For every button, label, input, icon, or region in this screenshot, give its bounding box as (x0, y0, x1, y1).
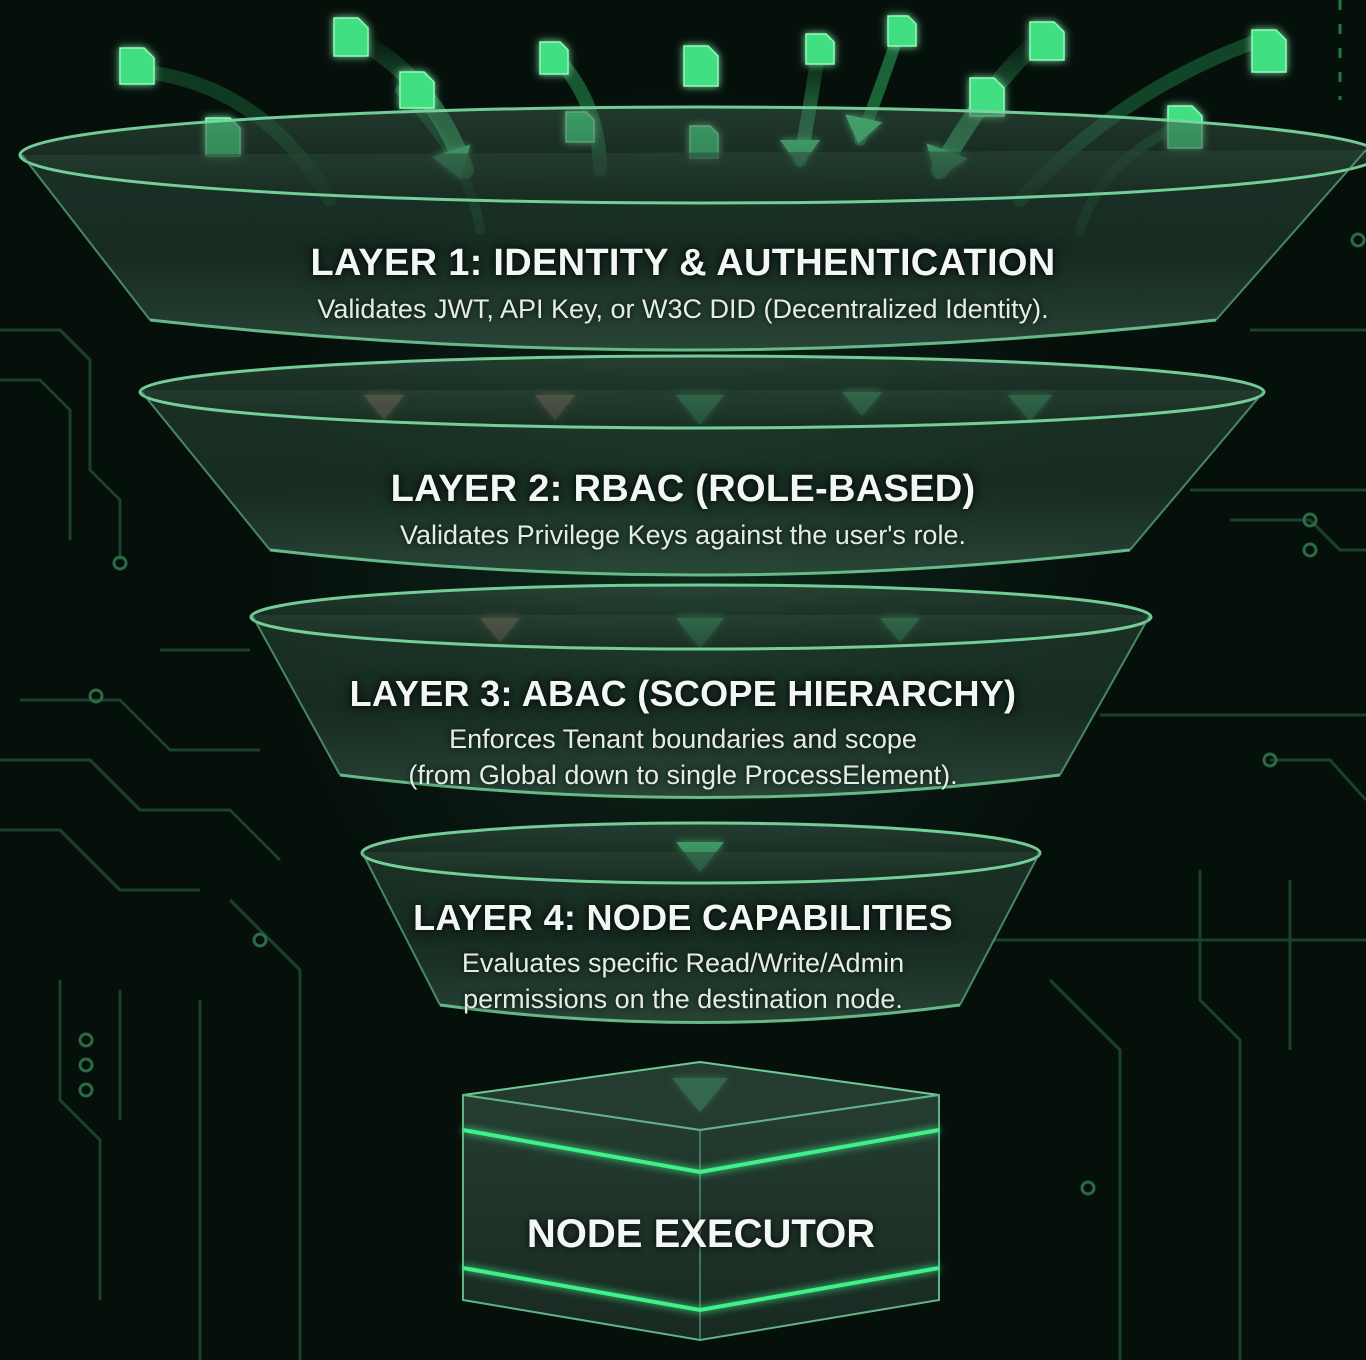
circuit-nodes (78, 232, 1366, 1196)
layer-2-description: Validates Privilege Keys against the use… (400, 520, 966, 550)
document-icon (399, 71, 435, 109)
layer-3-funnel (249, 583, 1153, 799)
document-icon (805, 33, 835, 65)
layer-3-description-line-1: Enforces Tenant boundaries and scope (449, 724, 917, 754)
layer-1-description: Validates JWT, API Key, or W3C DID (Dece… (317, 294, 1049, 324)
document-icon (887, 15, 917, 47)
circuit-traces (0, 328, 1366, 1360)
document-icon (119, 47, 155, 85)
layer-2-text: LAYER 2: RBAC (ROLE-BASED) Validates Pri… (0, 468, 1366, 553)
layer-4-text: LAYER 4: NODE CAPABILITIES Evaluates spe… (0, 897, 1366, 1017)
layer-2-title: LAYER 2: RBAC (ROLE-BASED) (390, 468, 976, 510)
document-icon (333, 17, 369, 57)
document-icon (539, 41, 569, 75)
layer-1-title: LAYER 1: IDENTITY & AUTHENTICATION (310, 242, 1056, 284)
node-executor-label: NODE EXECUTOR (526, 1212, 876, 1256)
node-executor-box (462, 1060, 940, 1342)
glowing-data-lines (0, 0, 1366, 647)
document-icon (683, 45, 719, 87)
layer-1-text: LAYER 1: IDENTITY & AUTHENTICATION Valid… (0, 242, 1366, 327)
layer-1-funnel (18, 105, 1366, 352)
document-icon (1251, 29, 1287, 73)
layer-4-funnel (360, 821, 1042, 1024)
layer-2-funnel (138, 354, 1266, 577)
layer-3-text: LAYER 3: ABAC (SCOPE HIERARCHY) Enforces… (0, 673, 1366, 793)
layer-4-description-line-1: Evaluates specific Read/Write/Admin (461, 948, 905, 978)
layer-3-description-line-2: (from Global down to single ProcessEleme… (408, 760, 958, 790)
layer-4-title: LAYER 4: NODE CAPABILITIES (413, 897, 953, 938)
layer-3-title: LAYER 3: ABAC (SCOPE HIERARCHY) (349, 673, 1017, 714)
document-icon (1029, 21, 1065, 61)
layer-4-description-line-2: permissions on the destination node. (463, 984, 903, 1014)
